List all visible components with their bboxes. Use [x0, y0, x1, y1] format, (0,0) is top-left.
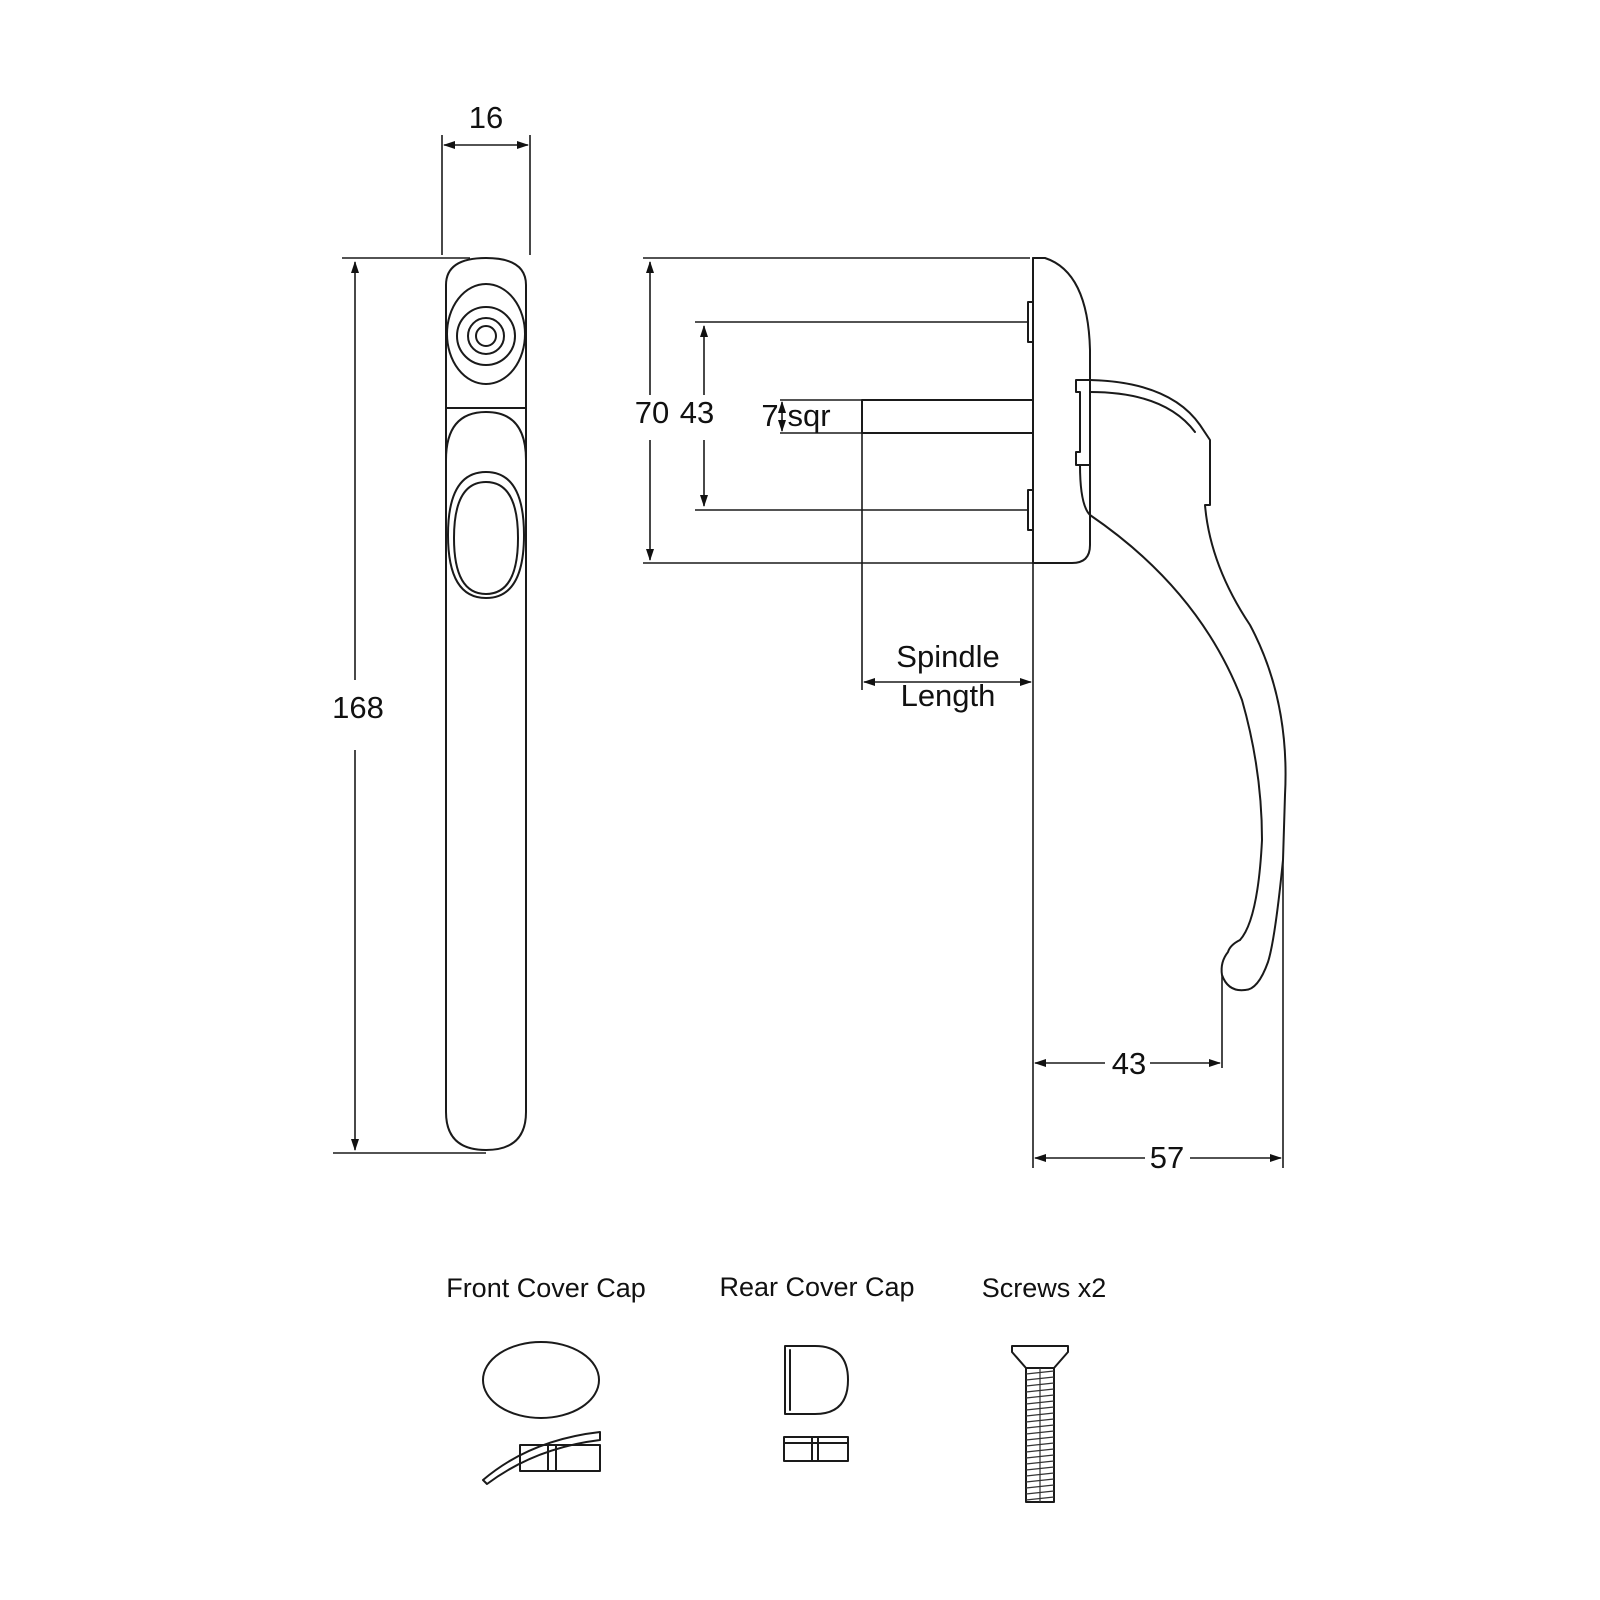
width-label: 16 — [469, 100, 503, 135]
part-screws: Screws x2 — [982, 1273, 1107, 1503]
part-rear-cover-cap: Rear Cover Cap — [719, 1272, 915, 1462]
dimension-spindle-length: Spindle Length — [861, 433, 1034, 1168]
front-cover-cap-side-view — [482, 1431, 601, 1485]
grip-top-arch — [445, 411, 527, 461]
lever-inner-edge — [1079, 464, 1263, 941]
lock-escutcheon — [446, 283, 526, 385]
part-front-cover-cap: Front Cover Cap — [446, 1273, 646, 1485]
side-extension-lines — [643, 257, 1033, 564]
handle-body-outline — [445, 257, 527, 1151]
lever-top-detail — [1089, 391, 1196, 433]
backplate — [1032, 257, 1091, 564]
lock-cylinder-core — [475, 325, 497, 347]
dimension-inner-43: 43 — [680, 325, 714, 507]
spindle — [861, 399, 1034, 434]
lever-outer-edge — [1089, 379, 1287, 991]
spindle-size-unit: sqr — [787, 398, 830, 433]
rear-cover-cap-top-view — [784, 1345, 849, 1415]
rear-cover-cap-side-view — [783, 1436, 849, 1462]
side-view-handle — [861, 257, 1287, 992]
dimension-width: 16 — [441, 100, 531, 255]
spindle-length-line1: Spindle — [896, 639, 999, 674]
front-cover-cap-top-view — [482, 1341, 600, 1419]
dimension-height: 168 — [332, 257, 486, 1154]
screws-label: Screws x2 — [982, 1273, 1107, 1303]
spindle-size-number: 7 — [761, 398, 778, 433]
rear-cover-cap-label: Rear Cover Cap — [719, 1272, 914, 1302]
outer-dimension-label: 70 — [635, 395, 669, 430]
dimension-spindle-size: 7 sqr — [761, 398, 830, 433]
screw-thread — [1025, 1368, 1055, 1502]
height-label: 168 — [332, 690, 384, 725]
overall-depth-label: 57 — [1150, 1140, 1184, 1175]
front-cover-cap-label: Front Cover Cap — [446, 1273, 646, 1303]
lever-knob-end — [1220, 939, 1246, 992]
dimension-overall-depth: 57 — [1034, 860, 1284, 1175]
front-view-handle — [445, 257, 527, 1151]
projection-label: 43 — [1112, 1046, 1146, 1081]
cover-cap-recess-outer — [447, 471, 525, 599]
screw-head — [1011, 1345, 1069, 1369]
lock-cylinder-outer — [456, 306, 516, 366]
cover-cap-recess-inner — [453, 481, 519, 595]
dimension-projection: 43 — [1034, 975, 1223, 1081]
spindle-length-line2: Length — [901, 678, 996, 713]
dimension-outer-70: 70 — [635, 261, 669, 561]
front-cover-cap-clip — [519, 1444, 601, 1472]
lock-cylinder-middle — [467, 317, 505, 355]
lever-hub — [1075, 379, 1091, 466]
inner-dimension-label: 43 — [680, 395, 714, 430]
